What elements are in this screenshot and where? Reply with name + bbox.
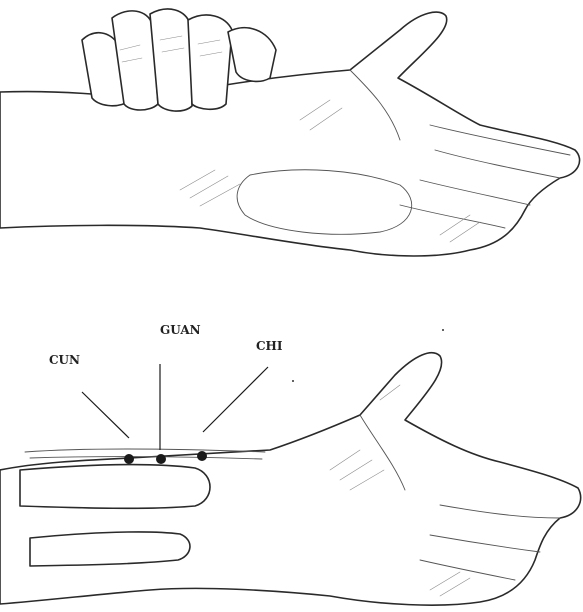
guan-point [156,454,166,464]
chi-point [197,451,207,461]
hand-top-illustration [0,9,580,256]
chi-leader-line [203,367,268,432]
chi-label: CHI [256,339,283,353]
speck [442,329,444,331]
pulse-markers: CUN GUAN CHI [49,323,283,464]
cun-label: CUN [49,353,80,367]
speck [292,380,294,382]
cun-leader-line [82,392,129,438]
guan-label: GUAN [160,323,201,337]
hand-bottom-illustration [0,353,581,605]
cun-point [124,454,134,464]
